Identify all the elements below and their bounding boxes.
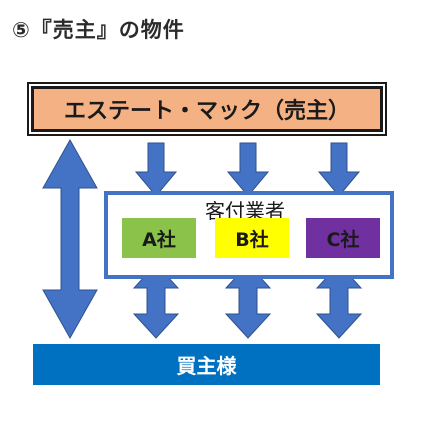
double-arrow-b <box>224 263 272 339</box>
direct-double-arrow <box>42 138 98 340</box>
seller-label: エステート・マック（売主） <box>63 99 350 124</box>
double-arrow-c <box>315 263 363 339</box>
company-b: B社 <box>215 218 289 258</box>
seller-box: エステート・マック（売主） <box>31 86 383 132</box>
down-arrow-b <box>226 142 270 197</box>
page-title: ⑤『売主』の物件 <box>12 18 185 42</box>
company-a: A社 <box>122 218 196 258</box>
down-arrow-a <box>134 142 178 197</box>
down-arrow-c <box>317 142 361 197</box>
double-arrow-a <box>132 263 180 339</box>
company-c: C社 <box>306 218 380 258</box>
buyer-bar: 買主様 <box>33 344 380 385</box>
